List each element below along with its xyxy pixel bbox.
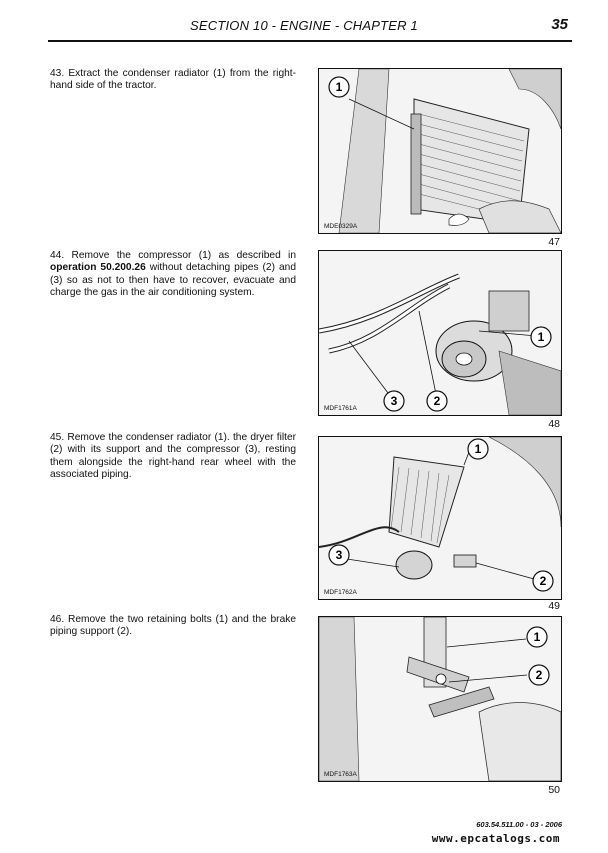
step-45-text: 45. Remove the condenser radiator (1). t…: [50, 432, 296, 481]
figure-number: 50: [548, 784, 560, 796]
figure-50: 1 2 MDF1763A: [318, 616, 562, 782]
figure-number: 47: [548, 236, 560, 248]
bolts-illustration: 1 2: [319, 617, 561, 781]
figure-47: 1 MDE0329A: [318, 68, 562, 234]
footer-url[interactable]: www.epcatalogs.com: [431, 832, 560, 845]
callout-1: 1: [538, 330, 545, 344]
figure-code: MDF1762A: [324, 589, 357, 596]
figure-48: 1 2 3 MDF1761A: [318, 250, 562, 416]
figure-number: 49: [548, 600, 560, 612]
callout-1: 1: [336, 80, 343, 94]
step-44-text-pre: 44. Remove the compressor (1) as describ…: [50, 250, 296, 261]
header-rule: [48, 40, 572, 42]
callout-1: 1: [475, 442, 482, 456]
callout-1: 1: [534, 630, 541, 644]
callout-3: 3: [336, 548, 343, 562]
page-number: 35: [551, 16, 568, 33]
callout-3: 3: [391, 394, 398, 408]
figure-code: MDE0329A: [324, 223, 358, 230]
figure-49: 1 3 2 MDF1762A: [318, 436, 562, 600]
callout-2: 2: [434, 394, 441, 408]
callout-2: 2: [540, 574, 547, 588]
header-title: SECTION 10 - ENGINE - CHAPTER 1: [190, 18, 418, 33]
figure-code: MDF1761A: [324, 405, 357, 412]
radiator-illustration: 1: [319, 69, 561, 233]
radiator-removed-illustration: 1 3 2: [319, 437, 561, 599]
step-44-text: 44. Remove the compressor (1) as describ…: [50, 250, 296, 300]
callout-2: 2: [536, 668, 543, 682]
step-46-text: 46. Remove the two retaining bolts (1) a…: [50, 614, 296, 638]
compressor-illustration: 1 2 3: [319, 251, 561, 415]
operation-reference: operation 50.200.26: [50, 262, 146, 274]
step-43-text: 43. Extract the condenser radiator (1) f…: [50, 68, 296, 92]
footer-doc-code: 603.54.511.00 - 03 - 2006: [476, 820, 562, 829]
figure-code: MDF1763A: [324, 771, 357, 778]
figure-number: 48: [548, 418, 560, 430]
step-44-text-post: without detaching pipes (2) and (3) so a…: [50, 262, 296, 299]
